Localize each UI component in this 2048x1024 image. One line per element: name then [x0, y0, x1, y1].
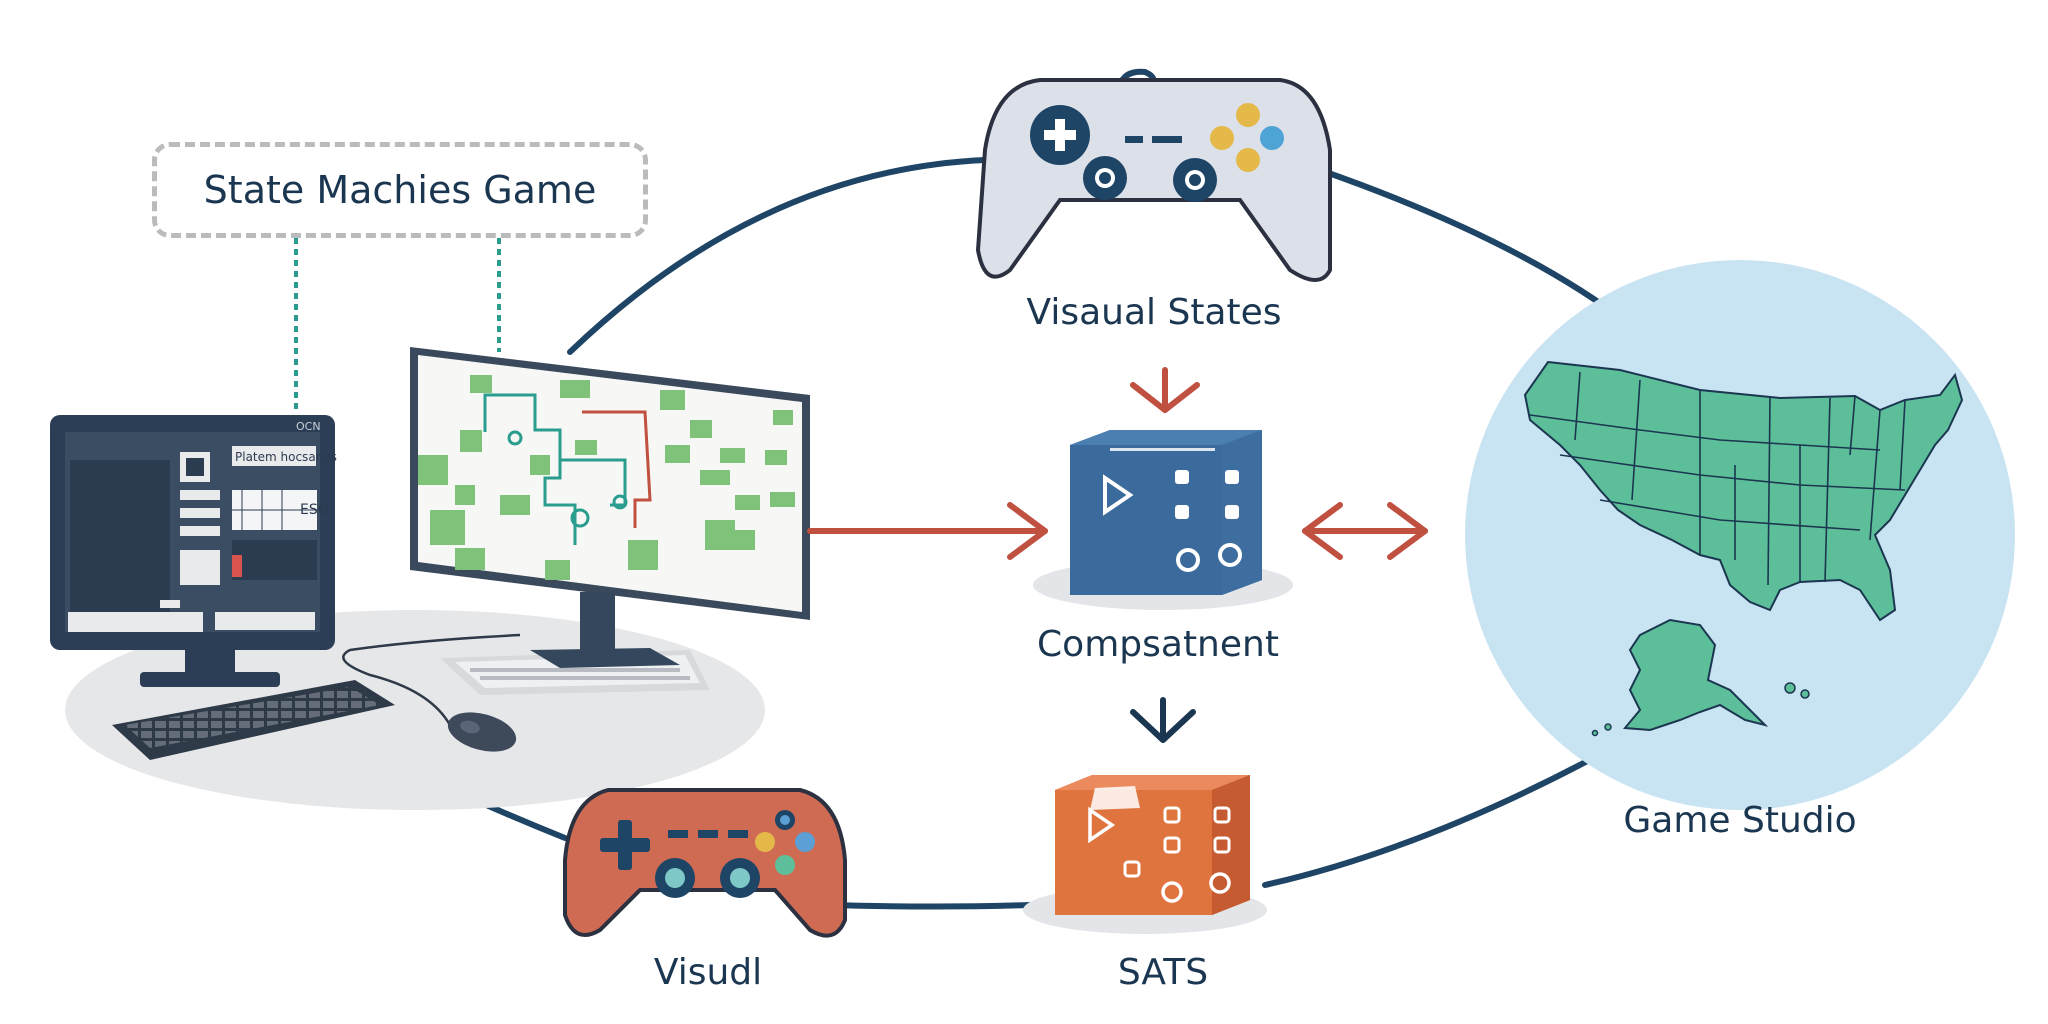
gamepad-icon-bottom [563, 788, 847, 938]
title-text: State Machies Game [203, 168, 597, 212]
usa-map-icon [1465, 260, 2015, 810]
small-screen-text: Platem hocsanos [235, 450, 337, 464]
cube-icon-blue [1033, 430, 1293, 610]
small-screen-subtext: ESQ [300, 502, 329, 518]
play-icon [1103, 474, 1134, 516]
gamepad-icon-top [975, 68, 1332, 282]
flow-arrows [807, 367, 1428, 560]
down-arrow-navy [1130, 697, 1196, 743]
label-center-cube: Compsatnent [1037, 624, 1279, 665]
label-top-controller: Visaual States [1026, 292, 1282, 333]
title-box: State Machies Game [152, 142, 648, 238]
diagram-monitor-icon [410, 347, 810, 668]
label-bottom-cube: SATS [1117, 952, 1209, 993]
label-bottom-controller: Visudl [653, 952, 763, 993]
keyboard-icon [112, 680, 395, 760]
label-map: Game Studio [1623, 800, 1857, 841]
title-connectors [294, 238, 501, 412]
cube-icon-orange [1023, 775, 1267, 934]
small-screen-brand: OCN [296, 420, 321, 433]
mouse-icon [342, 633, 521, 752]
desktop-monitor-icon: Platem hocsanos OCN ESQ [50, 415, 337, 687]
